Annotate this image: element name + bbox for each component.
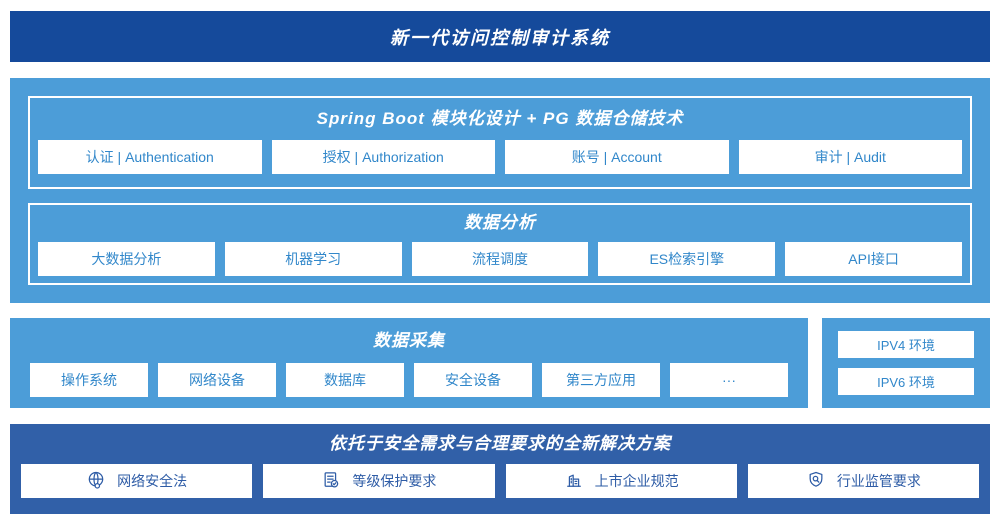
module-api-interface: API接口	[785, 242, 962, 276]
collection-source-row: 操作系统 网络设备 数据库 安全设备 第三方应用 ···	[30, 363, 788, 397]
module-authorization: 授权 | Authorization	[271, 140, 495, 174]
source-more-ellipsis: ···	[670, 363, 788, 397]
item-label: 等级保护要求	[352, 473, 437, 489]
spring-module-row: 认证 | Authentication 授权 | Authorization 账…	[38, 140, 962, 174]
item-industry-regulation: 行业监管要求	[747, 464, 979, 498]
module-account: 账号 | Account	[505, 140, 729, 174]
item-label: 上市企业规范	[594, 473, 679, 489]
document-check-icon	[321, 470, 341, 493]
source-operating-system: 操作系统	[30, 363, 148, 397]
module-audit: 审计 | Audit	[738, 140, 962, 174]
platform-section: Spring Boot 模块化设计 + PG 数据仓储技术 认证 | Authe…	[10, 78, 990, 303]
globe-icon	[86, 470, 106, 493]
data-collection-title: 数据采集	[373, 331, 445, 350]
spring-boot-subsection: Spring Boot 模块化设计 + PG 数据仓储技术 认证 | Authe…	[28, 96, 972, 189]
collection-row: 数据采集 操作系统 网络设备 数据库 安全设备 第三方应用 ··· IPV4 环…	[10, 318, 990, 408]
item-listed-company: 上市企业规范	[505, 464, 737, 498]
solution-title: 依托于安全需求与合理要求的全新解决方案	[329, 434, 671, 453]
source-database: 数据库	[286, 363, 404, 397]
spring-boot-title: Spring Boot 模块化设计 + PG 数据仓储技术	[316, 109, 684, 128]
building-icon	[564, 470, 584, 493]
system-title: 新一代访问控制审计系统	[390, 27, 610, 48]
data-analysis-subsection: 数据分析 大数据分析 机器学习 流程调度 ES检索引擎 API接口	[28, 203, 972, 285]
module-bigdata-analysis: 大数据分析	[38, 242, 215, 276]
item-classified-protection: 等级保护要求	[263, 464, 495, 498]
source-network-device: 网络设备	[158, 363, 276, 397]
ipv4-environment: IPV4 环境	[838, 331, 974, 358]
shield-search-icon	[806, 470, 826, 493]
data-collection-section: 数据采集 操作系统 网络设备 数据库 安全设备 第三方应用 ···	[10, 318, 808, 408]
ipv6-environment: IPV6 环境	[838, 368, 974, 395]
top-banner: 新一代访问控制审计系统	[10, 11, 990, 62]
module-es-search-engine: ES检索引擎	[598, 242, 776, 276]
source-security-device: 安全设备	[414, 363, 532, 397]
ip-environment-panel: IPV4 环境 IPV6 环境	[822, 318, 990, 408]
item-label: 行业监管要求	[836, 473, 921, 489]
analysis-module-row: 大数据分析 机器学习 流程调度 ES检索引擎 API接口	[38, 242, 962, 276]
solution-item-row: 网络安全法 等级保护要求	[21, 464, 979, 498]
item-label: 网络安全法	[117, 473, 188, 489]
item-cybersecurity-law: 网络安全法	[21, 464, 253, 498]
source-third-party-app: 第三方应用	[542, 363, 660, 397]
module-flow-scheduling: 流程调度	[411, 242, 589, 276]
data-analysis-title: 数据分析	[464, 213, 536, 232]
module-authentication: 认证 | Authentication	[38, 140, 262, 174]
solution-section: 依托于安全需求与合理要求的全新解决方案 网络安全法	[10, 424, 990, 514]
module-machine-learning: 机器学习	[224, 242, 402, 276]
